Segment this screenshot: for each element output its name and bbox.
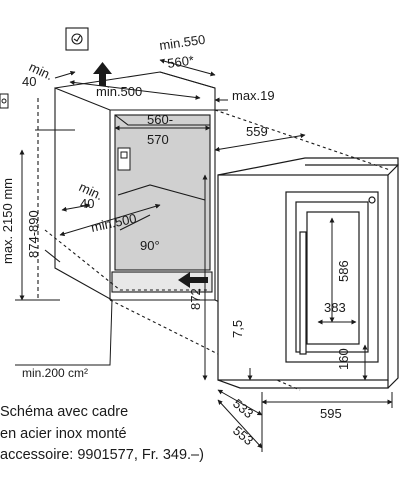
dim-niche-depth-min: min.550 xyxy=(158,32,206,53)
dim-niche-height-max: max. 2150 mm xyxy=(0,178,15,264)
caption-line-1: Schéma avec cadre xyxy=(0,404,129,420)
dim-top-gap-max: max.19 xyxy=(232,88,275,103)
dim-vent-area: min.200 cm² xyxy=(22,366,88,380)
mounting-side-icon xyxy=(0,93,9,109)
mounting-hint-icon xyxy=(65,27,89,51)
dim-niche-width-a: 560- xyxy=(147,112,173,127)
dim-depth-with-door: 553 xyxy=(230,423,256,448)
dim-niche-depth-alt: 560* xyxy=(166,52,195,71)
dim-appliance-width-top: 559 xyxy=(246,124,268,139)
dim-vent-depth-val: 40 xyxy=(22,74,36,89)
dim-niche-height: 874-890 xyxy=(26,210,41,258)
dim-angle: 90° xyxy=(140,238,160,253)
niche-dimension-lines xyxy=(15,58,228,366)
dim-vent-width-top: min.500 xyxy=(96,84,142,99)
dim-door-window-height: 586 xyxy=(336,260,351,282)
hinge-icon xyxy=(117,147,131,171)
dim-appliance-width: 595 xyxy=(320,406,342,421)
airflow-arrow-icon xyxy=(93,62,112,86)
dim-bottom-vent-val: 40 xyxy=(80,196,94,211)
dim-door-window-width: 383 xyxy=(324,300,346,315)
caption-line-3: accessoire: 9901577, Fr. 349.–) xyxy=(0,447,204,463)
dim-door-bottom: 160 xyxy=(336,348,351,370)
dim-appliance-height: 872 xyxy=(188,288,203,310)
caption: Schéma avec cadre en acier inox monté ac… xyxy=(0,402,204,467)
dim-plinth: 7,5 xyxy=(230,320,245,338)
appliance-dimension-lines xyxy=(202,133,393,452)
bottom-airflow-arrow-icon xyxy=(178,272,208,288)
caption-line-2: en acier inox monté xyxy=(0,425,127,442)
dim-niche-width-b: 570 xyxy=(147,132,169,147)
appliance-drawing xyxy=(217,157,399,389)
